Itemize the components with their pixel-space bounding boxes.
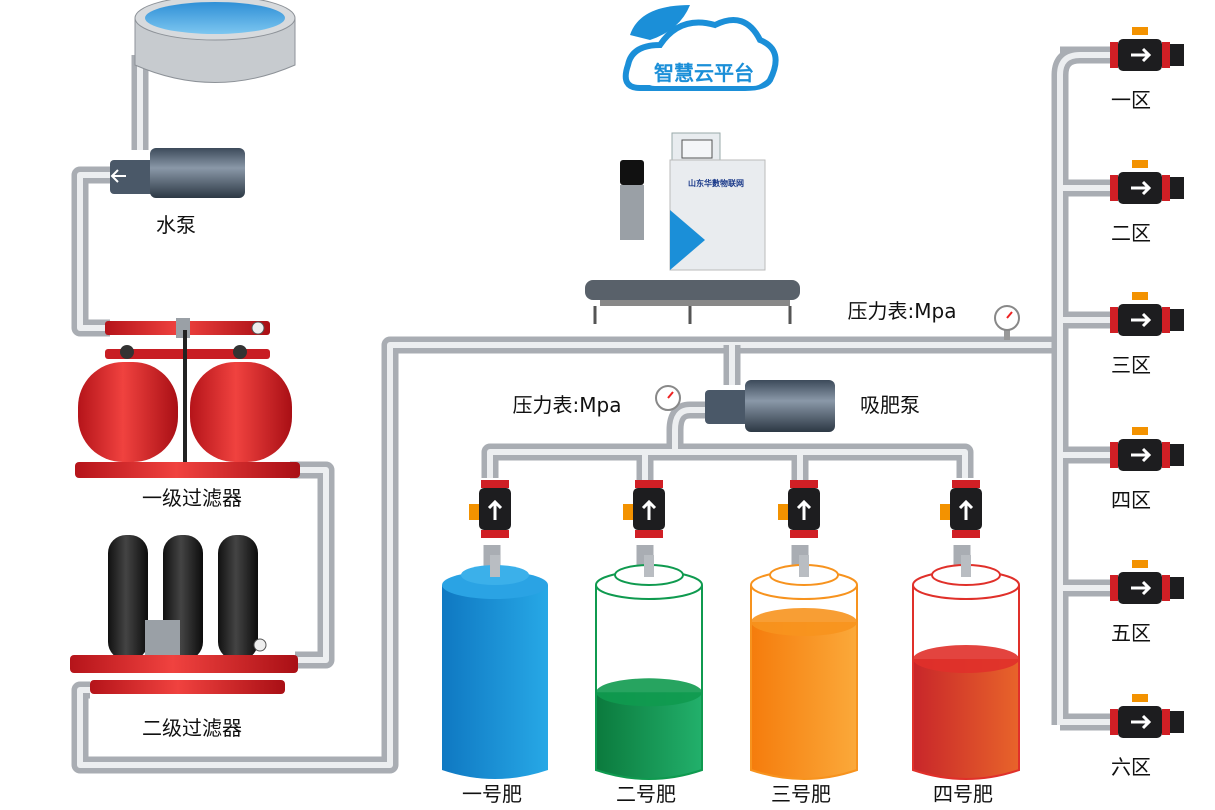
tank-label: 一号肥 xyxy=(462,782,522,806)
tank-label: 二号肥 xyxy=(616,782,676,806)
water-pump[interactable] xyxy=(110,148,245,198)
tank-valve-3[interactable] xyxy=(778,480,820,538)
gauge-icon xyxy=(253,638,267,652)
arrow-right-icon xyxy=(1131,714,1152,730)
arrow-up-icon xyxy=(641,499,657,520)
zone-label: 一区 xyxy=(1111,88,1151,112)
tank-valve-4[interactable] xyxy=(940,480,982,538)
main-gauge-label: 压力表:Mpa xyxy=(848,299,957,323)
zone-valve-6[interactable] xyxy=(1110,694,1184,738)
zone-valve-5[interactable] xyxy=(1110,560,1184,604)
arrow-up-icon xyxy=(487,499,503,520)
tank-valve-2[interactable] xyxy=(623,480,665,538)
gauge-icon xyxy=(251,321,265,335)
fertilizer-tank-1[interactable] xyxy=(442,555,548,779)
arrow-right-icon xyxy=(1131,312,1152,328)
arrow-right-icon xyxy=(1131,447,1152,463)
fertilizer-tank-2[interactable] xyxy=(595,555,703,780)
fertigation-machine[interactable]: 山东华數物联网 xyxy=(585,132,800,324)
secondary-filter-label: 二级过滤器 xyxy=(142,716,242,740)
tank-liquid xyxy=(442,585,548,779)
fert-pressure-gauge[interactable] xyxy=(655,385,681,411)
main-pressure-gauge[interactable] xyxy=(994,305,1020,340)
zone-valve-3[interactable] xyxy=(1110,292,1184,336)
arrow-right-icon xyxy=(1131,180,1152,196)
zone-valve-2[interactable] xyxy=(1110,160,1184,204)
smart-cloud-logo: 智慧云平台 xyxy=(622,5,779,91)
primary-filter-label: 一级过滤器 xyxy=(142,486,242,510)
zone-label: 二区 xyxy=(1111,221,1151,245)
fertilizer-tank-3[interactable] xyxy=(750,555,858,780)
water-reservoir xyxy=(134,0,296,83)
arrow-up-icon xyxy=(958,499,974,520)
zone-label: 六区 xyxy=(1111,755,1151,779)
zone-label: 四区 xyxy=(1111,488,1151,512)
arrow-right-icon xyxy=(1131,47,1152,63)
tank-liquid xyxy=(596,692,702,779)
logo-text: 智慧云平台 xyxy=(654,61,754,85)
tank-liquid xyxy=(751,622,857,779)
tank-label: 三号肥 xyxy=(771,782,831,806)
tank-liquid xyxy=(913,659,1019,779)
zone-valve-4[interactable] xyxy=(1110,427,1184,471)
arrow-up-icon xyxy=(796,499,812,520)
fert-gauge-label: 压力表:Mpa xyxy=(513,393,622,417)
arrow-right-icon xyxy=(1131,580,1152,596)
primary-sand-filter[interactable] xyxy=(75,318,300,478)
fertilizer-tank-4[interactable] xyxy=(912,555,1020,780)
tank-valve-1[interactable] xyxy=(469,480,511,538)
fertilizer-suction-pump[interactable] xyxy=(705,380,835,432)
secondary-disc-filter[interactable] xyxy=(70,535,298,694)
water-pump-label: 水泵 xyxy=(156,213,196,237)
zone-valve-1[interactable] xyxy=(1110,27,1184,71)
fert-pump-label: 吸肥泵 xyxy=(860,393,920,417)
leaf-icon xyxy=(630,5,690,40)
tank-label: 四号肥 xyxy=(933,782,993,806)
zone-label: 三区 xyxy=(1111,353,1151,377)
zone-label: 五区 xyxy=(1111,621,1151,645)
flow-arrow-icon xyxy=(110,169,126,183)
machine-brand: 山东华數物联网 xyxy=(688,178,744,188)
